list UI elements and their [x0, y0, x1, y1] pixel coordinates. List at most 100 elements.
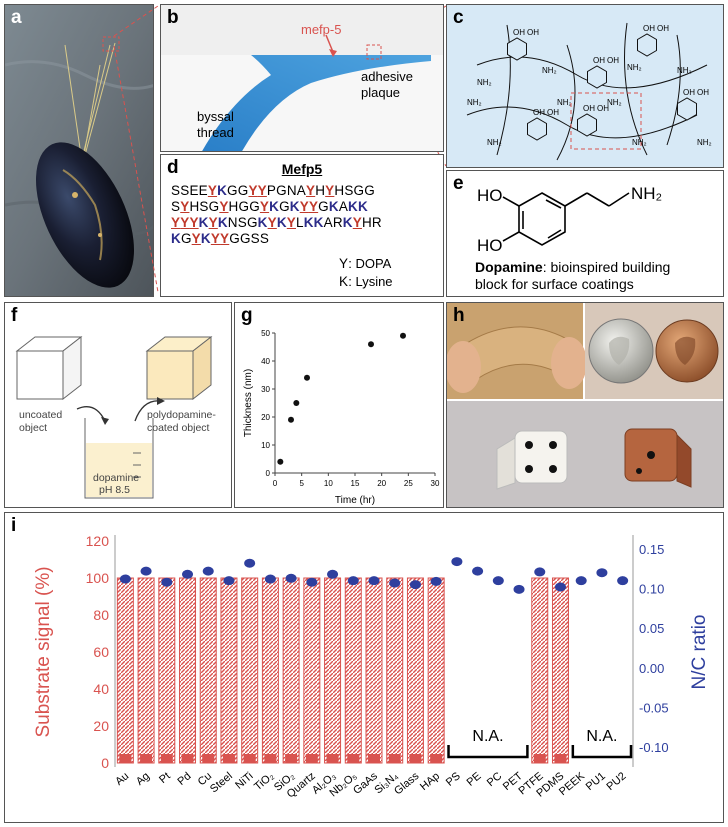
- oh-label: OH: [547, 108, 559, 117]
- bar-base: [326, 754, 339, 763]
- oh-label: OH: [657, 24, 669, 33]
- coated-objects-photos: [447, 303, 723, 507]
- network-lines: [466, 22, 708, 161]
- ph-label: pH 8.5: [99, 484, 130, 496]
- panel-label-d: d: [167, 157, 179, 178]
- panel-h: h: [446, 302, 724, 508]
- bar-base: [140, 754, 153, 763]
- substrate-chart: 020406080100120-0.10-0.050.000.050.100.1…: [33, 533, 710, 801]
- substrate-bar: [406, 577, 424, 764]
- dopamine-structure: HO HO NH₂: [477, 184, 662, 255]
- bar-base: [368, 754, 380, 763]
- substrate-bar: [551, 577, 569, 764]
- dopamine-caption: Dopamine: bioinspired building block for…: [475, 259, 670, 293]
- mussel-photo: [5, 5, 153, 296]
- na-label: N.A.: [586, 728, 617, 745]
- nc-ratio-point: [596, 568, 608, 578]
- substrate-bar: [116, 577, 134, 764]
- nc-ratio-point: [472, 566, 484, 576]
- bar-base: [222, 754, 235, 763]
- category-label: Ag: [134, 770, 152, 788]
- substrate-bar: [427, 577, 445, 764]
- substrate-bar: [158, 577, 176, 764]
- bar-base: [119, 754, 132, 763]
- substrate-bar: [179, 577, 197, 764]
- bar-base: [347, 754, 360, 763]
- nc-ratio-point: [182, 569, 194, 579]
- nh2-label: NH₂: [627, 63, 642, 72]
- nc-ratio-point: [409, 580, 421, 590]
- coating-process-diagram: uncoated object polydopamine- coated obj…: [15, 335, 216, 499]
- substrate-bar: [365, 577, 383, 764]
- x-axis-label: Time (hr): [335, 495, 375, 506]
- na-bracket: [571, 745, 633, 759]
- left-tick-label: 40: [93, 681, 109, 697]
- nc-ratio-point: [575, 576, 587, 586]
- plaque-label: plaque: [361, 85, 400, 100]
- category-label: PS: [444, 770, 463, 789]
- x-tick-label: 5: [299, 479, 304, 488]
- oh-label: OH: [527, 28, 539, 37]
- bar-base: [243, 754, 256, 763]
- y-tick-label: 10: [261, 441, 270, 450]
- substrate-bar: [137, 577, 155, 764]
- y-axis-label: Thickness (nm): [243, 369, 254, 437]
- y-tick-label: 0: [266, 469, 271, 478]
- na-bracket: [447, 745, 529, 759]
- nc-ratio-point: [513, 584, 525, 594]
- panel-label-c: c: [453, 7, 464, 28]
- nc-ratio-point: [451, 557, 463, 567]
- bar-base: [285, 754, 298, 763]
- panel-label-b: b: [167, 7, 179, 28]
- left-tick-label: 80: [93, 607, 109, 623]
- byssal-thread-diagram: mefp-5 adhesive plaque byssal thread: [161, 5, 443, 151]
- category-label: Pt: [157, 770, 173, 786]
- panel-label-h: h: [453, 305, 465, 326]
- category-label: TiO₂: [252, 770, 276, 793]
- nc-ratio-point: [389, 578, 401, 588]
- nc-ratio-point: [119, 574, 131, 584]
- nc-ratio-point: [430, 576, 442, 586]
- legend-k-code: K: [339, 274, 349, 289]
- nc-ratio-point: [554, 582, 566, 592]
- bar-base: [409, 754, 422, 763]
- nc-ratio-point: [534, 567, 546, 577]
- caption-bold: Dopamine: [475, 259, 543, 275]
- x-tick-label: 0: [273, 479, 278, 488]
- panel-label-e: e: [453, 173, 464, 194]
- panel-label-g: g: [241, 305, 253, 326]
- panel-a: a: [4, 4, 154, 297]
- nh2-label: NH₂: [697, 138, 712, 147]
- category-label: Au: [113, 770, 131, 788]
- sequence-line: SSEEYKGGYYPGNAYHYHSGG: [171, 183, 375, 198]
- data-point: [288, 416, 294, 423]
- object-label: object: [19, 422, 47, 434]
- nh2-label: NH₂: [542, 66, 557, 75]
- zoom-box: [570, 92, 642, 150]
- panel-label-i: i: [11, 515, 17, 536]
- left-tick-label: 120: [86, 533, 110, 549]
- y-tick-label: 50: [261, 329, 270, 338]
- category-label: PC: [485, 770, 504, 789]
- nh2-label: NH₂: [557, 98, 572, 107]
- nh2-label: NH₂: [631, 184, 662, 203]
- na-label: N.A.: [472, 728, 503, 745]
- data-point: [368, 341, 374, 348]
- panel-f: f uncoated object polydopamine- coated o…: [4, 302, 232, 508]
- legend-y-code: Y: [339, 256, 349, 271]
- coated-label-1: polydopamine-: [147, 409, 216, 421]
- nc-ratio-point: [617, 576, 629, 586]
- sequence-line: SYHSGYHGGYKGKYYGKAKK: [171, 199, 368, 214]
- substrate-bar: [282, 577, 300, 764]
- ho-bottom-label: HO: [477, 236, 503, 255]
- nh2-label: NH₂: [477, 78, 492, 87]
- substrate-bar: [303, 577, 321, 764]
- substrate-bar: [386, 577, 404, 764]
- caption-line2: block for surface coatings: [475, 276, 634, 292]
- oh-label: OH: [513, 28, 525, 37]
